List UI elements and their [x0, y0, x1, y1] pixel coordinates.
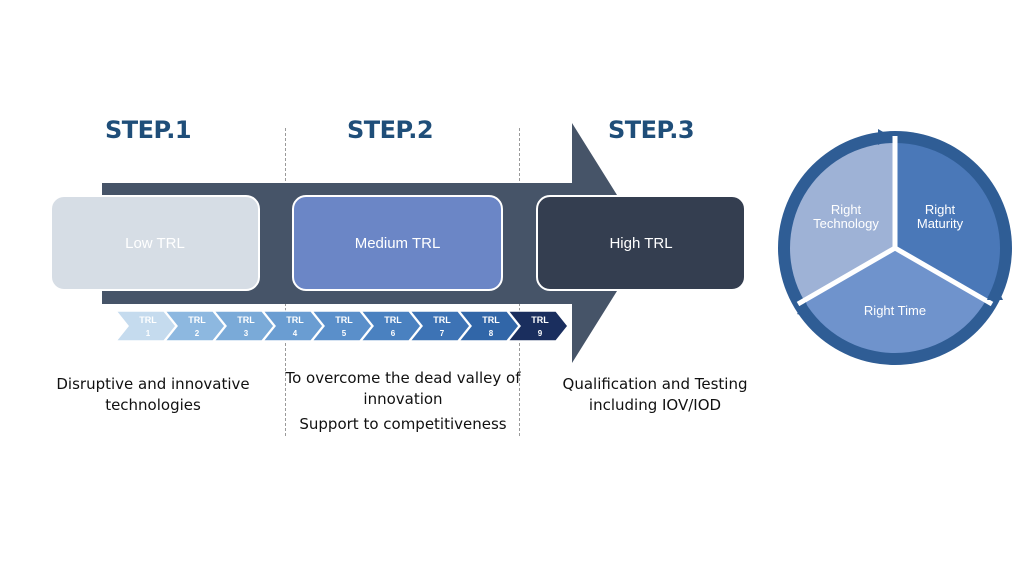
trl-chevron-1-number: 1 — [146, 329, 151, 338]
cycle-segment-right-time — [804, 248, 986, 353]
trl-chevron-5-number: 5 — [342, 329, 347, 338]
high-trl-box: High TRL — [536, 195, 746, 291]
trl-chevron-5 — [310, 310, 373, 342]
cycle-arrowheads — [797, 129, 1003, 318]
step-1-title: STEP.1 — [104, 116, 192, 144]
trl-chevron-3-number: 3 — [244, 329, 249, 338]
step-1-desc-line-1: Disruptive and innovative — [56, 375, 250, 393]
trl-chevron-9-label: TRL — [531, 315, 549, 325]
cycle-arrowhead-left — [797, 302, 810, 318]
step-1-desc-line-2: technologies — [105, 396, 201, 414]
step-2-description: To overcome the dead valley of innovatio… — [283, 368, 523, 435]
cycle-label-right-time: Right Time — [850, 304, 940, 318]
trl-chevron-7-number: 7 — [440, 329, 445, 338]
step-2-title: STEP.2 — [346, 116, 434, 144]
medium-trl-box: Medium TRL — [292, 195, 503, 291]
low-trl-box: Low TRL — [50, 195, 260, 291]
trl-chevron-2-label: TRL — [188, 315, 206, 325]
trl-chevron-2-number: 2 — [195, 329, 200, 338]
trl-chevron-row: TRL 1 TRL 2 TRL 3 TRL 4 TRL 5 TRL 6 TRL 7 TRL 8 TRL 9 — [114, 310, 569, 342]
trl-chevron-5-label: TRL — [335, 315, 353, 325]
high-trl-label: High TRL — [609, 234, 673, 252]
trl-chevron-4-number: 4 — [293, 329, 298, 338]
step-1-description: Disruptive and innovative technologies — [48, 374, 258, 416]
trl-chevron-4 — [261, 310, 324, 342]
trl-chevron-7-label: TRL — [433, 315, 451, 325]
trl-chevron-8-number: 8 — [489, 329, 494, 338]
cycle-arrowhead-right — [987, 284, 1003, 300]
trl-chevron-1-label: TRL — [139, 315, 157, 325]
step-2-desc-line-1: To overcome the dead valley of — [285, 369, 521, 387]
trl-chevron-9-number: 9 — [538, 329, 543, 338]
trl-chevron-6-label: TRL — [384, 315, 402, 325]
trl-chevron-1 — [114, 310, 177, 342]
trl-chevron-8 — [457, 310, 520, 342]
step-3-title: STEP.3 — [607, 116, 695, 144]
cycle-label-right-maturity-line-2: Maturity — [916, 216, 964, 231]
cycle-arrowhead-top — [878, 129, 892, 145]
cycle-label-right-technology-line-1: Right — [830, 202, 862, 217]
step-2-desc-line-3: Support to competitiveness — [299, 415, 507, 433]
cycle-label-right-maturity-line-1: Right — [924, 202, 956, 217]
low-trl-label: Low TRL — [125, 234, 185, 252]
trl-chevron-3-label: TRL — [237, 315, 255, 325]
trl-chevron-7 — [408, 310, 471, 342]
cycle-label-right-technology-line-2: Technology — [813, 216, 879, 231]
cycle-label-right-technology: Right Technology — [806, 203, 886, 231]
cycle-label-right-maturity: Right Maturity — [905, 203, 975, 231]
medium-trl-label: Medium TRL — [354, 234, 441, 252]
trl-chevron-6-number: 6 — [391, 329, 396, 338]
step-3-desc-line-1: Qualification and Testing — [562, 375, 748, 393]
trl-chevron-4-label: TRL — [286, 315, 304, 325]
step-3-desc-line-2: including IOV/IOD — [588, 396, 722, 414]
cycle-label-right-time-line-1: Right Time — [863, 303, 927, 318]
trl-chevron-2 — [163, 310, 226, 342]
cycle-diagram — [778, 129, 1012, 365]
trl-chevron-8-label: TRL — [482, 315, 500, 325]
trl-chevron-6 — [359, 310, 422, 342]
cycle-separators — [796, 136, 994, 307]
trl-chevron-9 — [506, 310, 569, 342]
step-3-description: Qualification and Testing including IOV/… — [555, 374, 755, 416]
trl-chevron-3 — [212, 310, 275, 342]
step-2-desc-line-2: innovation — [363, 390, 443, 408]
